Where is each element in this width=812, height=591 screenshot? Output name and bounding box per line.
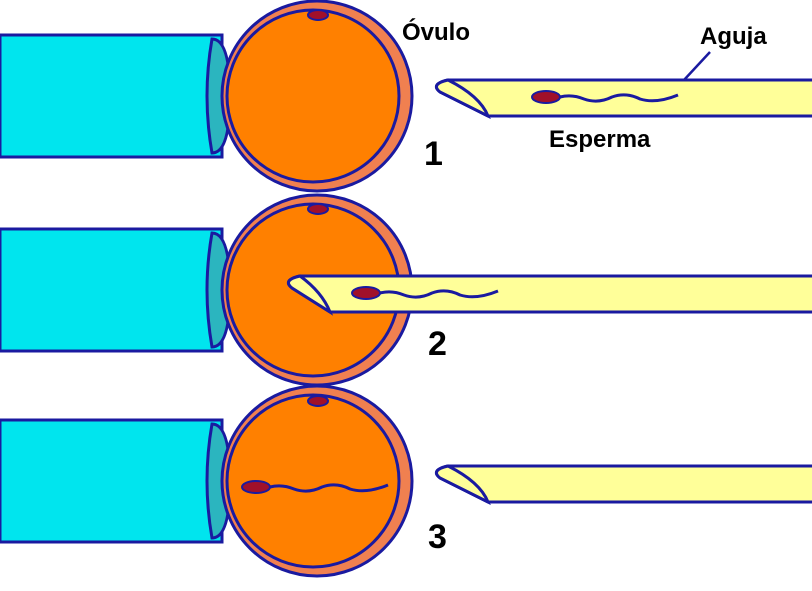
sperm-2 (351, 286, 499, 300)
egg-1 (220, 0, 414, 193)
injection-needle-3 (434, 464, 812, 506)
label-aguja: Aguja (700, 23, 767, 50)
polar-body-1 (307, 9, 329, 21)
polar-body-2 (307, 203, 329, 215)
sperm-1 (531, 90, 679, 104)
holding-pipette-3 (0, 418, 232, 544)
step-3-group: 3 (0, 384, 812, 578)
label-ovulo: Óvulo (402, 18, 470, 46)
step-number-1: 1 (424, 135, 443, 173)
egg-3 (220, 384, 414, 578)
injection-needle-2 (286, 274, 812, 316)
step-number-3: 3 (428, 518, 447, 556)
sperm-3 (241, 480, 389, 494)
label-esperma: Esperma (549, 126, 651, 153)
step-number-2: 2 (428, 325, 447, 363)
polar-body-3 (307, 395, 329, 407)
aguja-leader-line (683, 51, 711, 81)
step-1-group: 1 (0, 0, 812, 193)
injection-needle-1 (434, 78, 812, 120)
holding-pipette-2 (0, 227, 232, 353)
step-2-group: 2 (0, 193, 812, 387)
holding-pipette-1 (0, 33, 232, 159)
